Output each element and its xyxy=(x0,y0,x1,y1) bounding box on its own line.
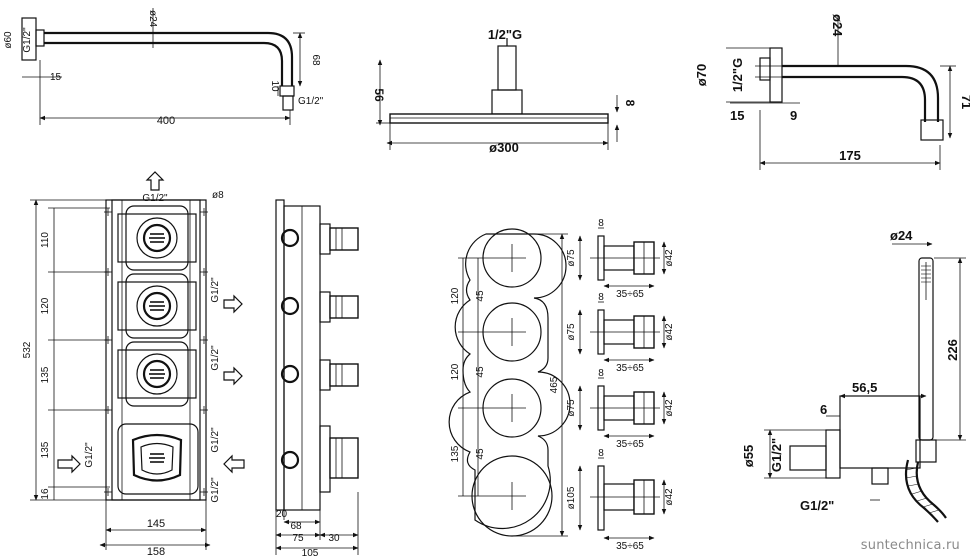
handle-2-plate: ø75 xyxy=(566,323,577,341)
dim-arm2-flange: 15 xyxy=(730,108,744,123)
dim-arm2-rosette: 9 xyxy=(790,108,797,123)
dim-valve-h2: 120 xyxy=(40,297,51,314)
handle-4-range: 35÷65 xyxy=(616,541,644,552)
handle-2-shaft: ø42 xyxy=(664,323,675,341)
dim-hand-flange: 6 xyxy=(820,402,827,417)
dim-valve-side-thread-4: G1/2" xyxy=(210,477,221,503)
dim-face-total: 465 xyxy=(549,376,560,393)
faceplate-view: 120 120 135 45 45 45 465 xyxy=(448,228,571,537)
dim-arm-length: 400 xyxy=(157,115,175,127)
handle-2-range: 35÷65 xyxy=(616,363,644,374)
dim-valve-left-thread: G1/2" xyxy=(84,442,95,468)
dim-valve-h4: 135 xyxy=(40,441,51,458)
dim-valve-outer-width: 158 xyxy=(147,546,165,557)
dim-arm-tube-dia: ø24 xyxy=(147,10,158,28)
dim-valve-side-thread-2: G1/2" xyxy=(210,345,221,371)
dim-valve-inner-width: 145 xyxy=(147,518,165,530)
handle-1-depth: 8 xyxy=(598,218,604,229)
dim-side-d3: 75 xyxy=(292,533,304,544)
handle-4-plate: ø105 xyxy=(566,486,577,509)
handle-3-depth: 8 xyxy=(598,368,604,379)
dim-valve-h5: 16 xyxy=(40,488,51,500)
dim-overhead-diameter: ø300 xyxy=(489,140,519,155)
handle-2-depth: 8 xyxy=(598,292,604,303)
handle-3-shaft: ø42 xyxy=(664,399,675,417)
dim-hand-dia: ø24 xyxy=(890,228,913,243)
dim-arm-flange-depth: 15 xyxy=(50,72,62,83)
dim-arm-drop: 68 xyxy=(310,54,321,66)
dim-face-spacing-1: 120 xyxy=(450,287,461,304)
dim-hand-length: 226 xyxy=(945,339,960,361)
handle-1-shaft: ø42 xyxy=(664,249,675,267)
handle-4-shaft: ø42 xyxy=(664,488,675,506)
handle-detail-4: 8 ø105 ø42 35÷65 xyxy=(566,448,675,552)
dim-side-d2: 68 xyxy=(290,521,302,532)
dim-arm2-flange-dia: ø70 xyxy=(694,64,709,86)
dim-face-offset-3: 45 xyxy=(475,448,486,460)
dim-arm2-length: 175 xyxy=(839,148,861,163)
dim-valve-top-thread: G1/2" xyxy=(142,193,168,204)
valve-body-front-view: 110 120 135 135 16 532 145 158 G1/2" ø8 … xyxy=(22,171,245,557)
dim-side-d5: 105 xyxy=(302,548,319,557)
dim-valve-total: 532 xyxy=(22,341,33,358)
shower-arm-side-view: ø60 G1/2" ø24 68 10 15 400 G1/2" xyxy=(3,8,324,127)
dim-hand-rosette-dia: ø55 xyxy=(741,445,756,467)
shower-arm-front-view: ø70 1/2"G ø24 71 15 9 175 xyxy=(694,14,970,170)
handle-details: 8 ø75 ø42 35÷65 8 ø75 ø42 35÷65 xyxy=(566,218,675,552)
dim-face-spacing-3: 135 xyxy=(450,445,461,462)
dim-valve-h3: 135 xyxy=(40,366,51,383)
dim-hand-thread-bottom: G1/2" xyxy=(800,498,834,513)
handle-1-plate: ø75 xyxy=(566,249,577,267)
dim-side-d4: 30 xyxy=(328,533,340,544)
dim-valve-side-thread-1: G1/2" xyxy=(210,277,221,303)
dim-valve-top-hole: ø8 xyxy=(212,190,224,201)
dim-hand-offset: 56,5 xyxy=(852,380,877,395)
dim-overhead-height: 56 xyxy=(372,88,386,102)
handle-3-range: 35÷65 xyxy=(616,439,644,450)
hand-shower-view: ø24 226 56,5 6 ø55 G1/2" G1/2" xyxy=(741,228,966,523)
dim-arm-thread: G1/2" xyxy=(22,27,33,53)
dim-arm-nut: 10 xyxy=(269,80,280,92)
dim-arm2-drop: 71 xyxy=(959,95,970,109)
dim-arm2-tube-dia: ø24 xyxy=(830,14,845,37)
dim-hand-thread-left: G1/2" xyxy=(769,438,784,472)
handle-detail-1: 8 ø75 ø42 35÷65 xyxy=(566,218,675,300)
valve-side-view: 20 68 75 30 105 xyxy=(275,199,359,557)
dim-face-spacing-2: 120 xyxy=(450,363,461,380)
dim-face-offset-2: 45 xyxy=(475,366,486,378)
dim-arm2-thread: 1/2"G xyxy=(730,58,745,92)
handle-1-range: 35÷65 xyxy=(616,289,644,300)
dim-arm-flange-dia: ø60 xyxy=(3,31,14,49)
dim-face-offset-1: 45 xyxy=(475,290,486,302)
dim-arm-outlet-thread: G1/2" xyxy=(298,96,324,107)
handle-4-depth: 8 xyxy=(598,448,604,459)
dim-valve-h1: 110 xyxy=(40,232,51,248)
dim-valve-side-thread-3: G1/2" xyxy=(210,427,221,453)
watermark: suntechnica.ru xyxy=(860,538,960,553)
dim-overhead-thickness: 8 xyxy=(623,100,637,107)
handle-detail-3: 8 ø75 ø42 35÷65 xyxy=(566,368,675,450)
overhead-shower-view: 1/2"G 56 8 ø300 xyxy=(372,27,637,155)
handle-detail-2: 8 ø75 ø42 35÷65 xyxy=(566,292,675,374)
dim-side-d1: 20 xyxy=(276,509,288,520)
dim-overhead-thread: 1/2"G xyxy=(488,27,522,42)
handle-3-plate: ø75 xyxy=(566,399,577,417)
